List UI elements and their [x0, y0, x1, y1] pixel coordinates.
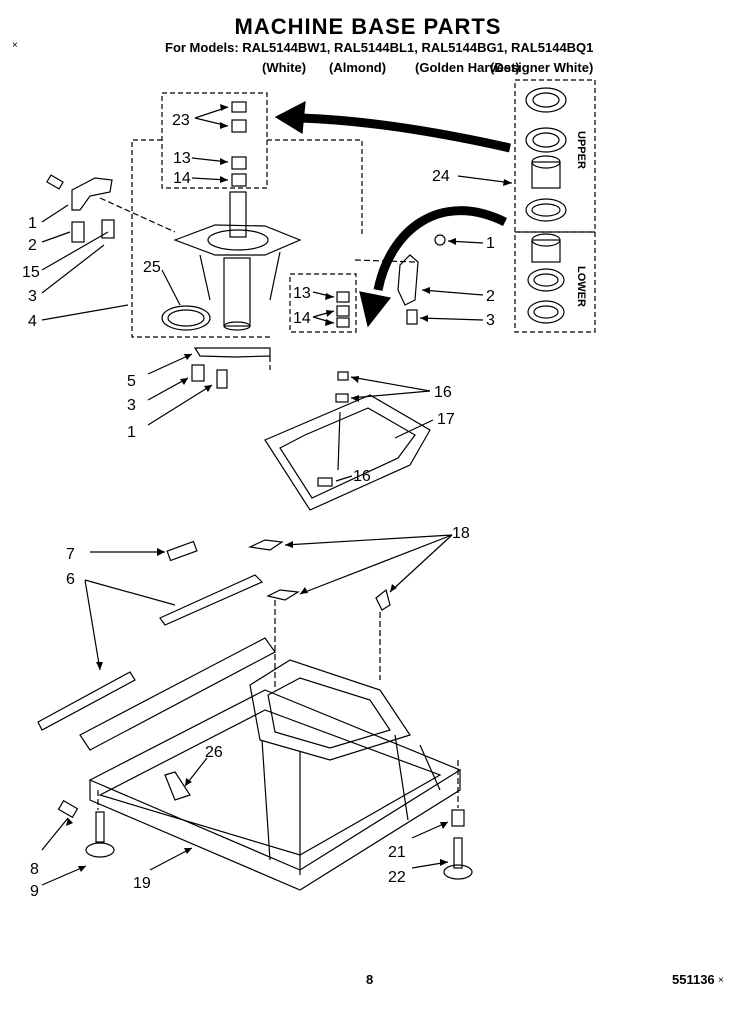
leveling-feet [57, 799, 473, 880]
side-rails [37, 540, 264, 731]
color-golden-harvest: (Golden Harvest) [415, 60, 520, 75]
callout-13: 13 [173, 150, 191, 167]
models-line: For Models: RAL5144BW1, RAL5144BL1, RAL5… [165, 40, 594, 55]
page-title: MACHINE BASE PARTS [234, 14, 502, 39]
callout-14: 14 [173, 170, 191, 187]
left-bracket-parts [46, 174, 115, 243]
callout-4: 4 [28, 313, 37, 330]
corner-mark: × [12, 40, 18, 51]
seal-kit-upper [525, 87, 567, 222]
callout-21: 21 [388, 844, 406, 861]
seal-kit-lower [527, 233, 565, 324]
color-white: (White) [262, 60, 307, 75]
guide-lines [97, 197, 459, 810]
lower-label: LOWER [575, 266, 587, 307]
lower-bushings [336, 291, 350, 328]
dashed-group-boxes [131, 79, 596, 338]
callout-8: 8 [30, 861, 39, 878]
callout-22: 22 [388, 869, 406, 886]
callout-16: 16 [434, 384, 452, 401]
callout-24: 24 [432, 168, 450, 185]
gearcase-support [173, 191, 302, 331]
ring-part [161, 305, 211, 331]
callout-1: 1 [28, 215, 37, 232]
callout-1-lower: 1 [127, 424, 136, 441]
callout-26: 26 [205, 744, 223, 761]
callout-19: 19 [133, 875, 151, 892]
callout-25: 25 [143, 259, 161, 276]
upper-label: UPPER [575, 131, 587, 169]
arrowheads [66, 104, 512, 872]
machine-base-frame [79, 637, 462, 891]
callout-18: 18 [452, 525, 470, 542]
lower-arrow [373, 206, 507, 291]
clips [247, 539, 391, 611]
color-almond: (Almond) [329, 60, 387, 75]
channel-part [264, 371, 431, 511]
callout-3-right: 3 [486, 312, 495, 329]
callout-17: 17 [437, 411, 455, 428]
callout-2-right: 2 [486, 288, 495, 305]
callout-9: 9 [30, 883, 39, 900]
callout-1-right: 1 [486, 235, 495, 252]
callout-3-lower: 3 [127, 397, 136, 414]
callout-numbers: 23 13 14 24 1 2 15 3 25 4 13 14 1 2 3 5 … [22, 112, 495, 900]
callout-5: 5 [127, 373, 136, 390]
callout-15: 15 [22, 264, 40, 281]
callout-23: 23 [172, 112, 190, 129]
callout-13-lower: 13 [293, 285, 311, 302]
document-number: 551136 [672, 972, 715, 987]
page-number: 8 [366, 972, 374, 987]
color-designer-white: (Designer White) [490, 60, 594, 75]
strap-part [191, 347, 271, 389]
corner-mark-bottom: × [718, 975, 724, 986]
callout-7: 7 [66, 546, 75, 563]
callout-3: 3 [28, 288, 37, 305]
callout-2: 2 [28, 237, 37, 254]
right-bracket-parts [397, 234, 446, 325]
upper-arrow [299, 113, 511, 153]
upper-bushings [231, 101, 247, 187]
lower-arrowhead [359, 291, 392, 328]
callout-6: 6 [66, 571, 75, 588]
callout-16-lower: 16 [353, 468, 371, 485]
upper-arrowhead [274, 100, 306, 135]
callout-14-lower: 14 [293, 310, 311, 327]
